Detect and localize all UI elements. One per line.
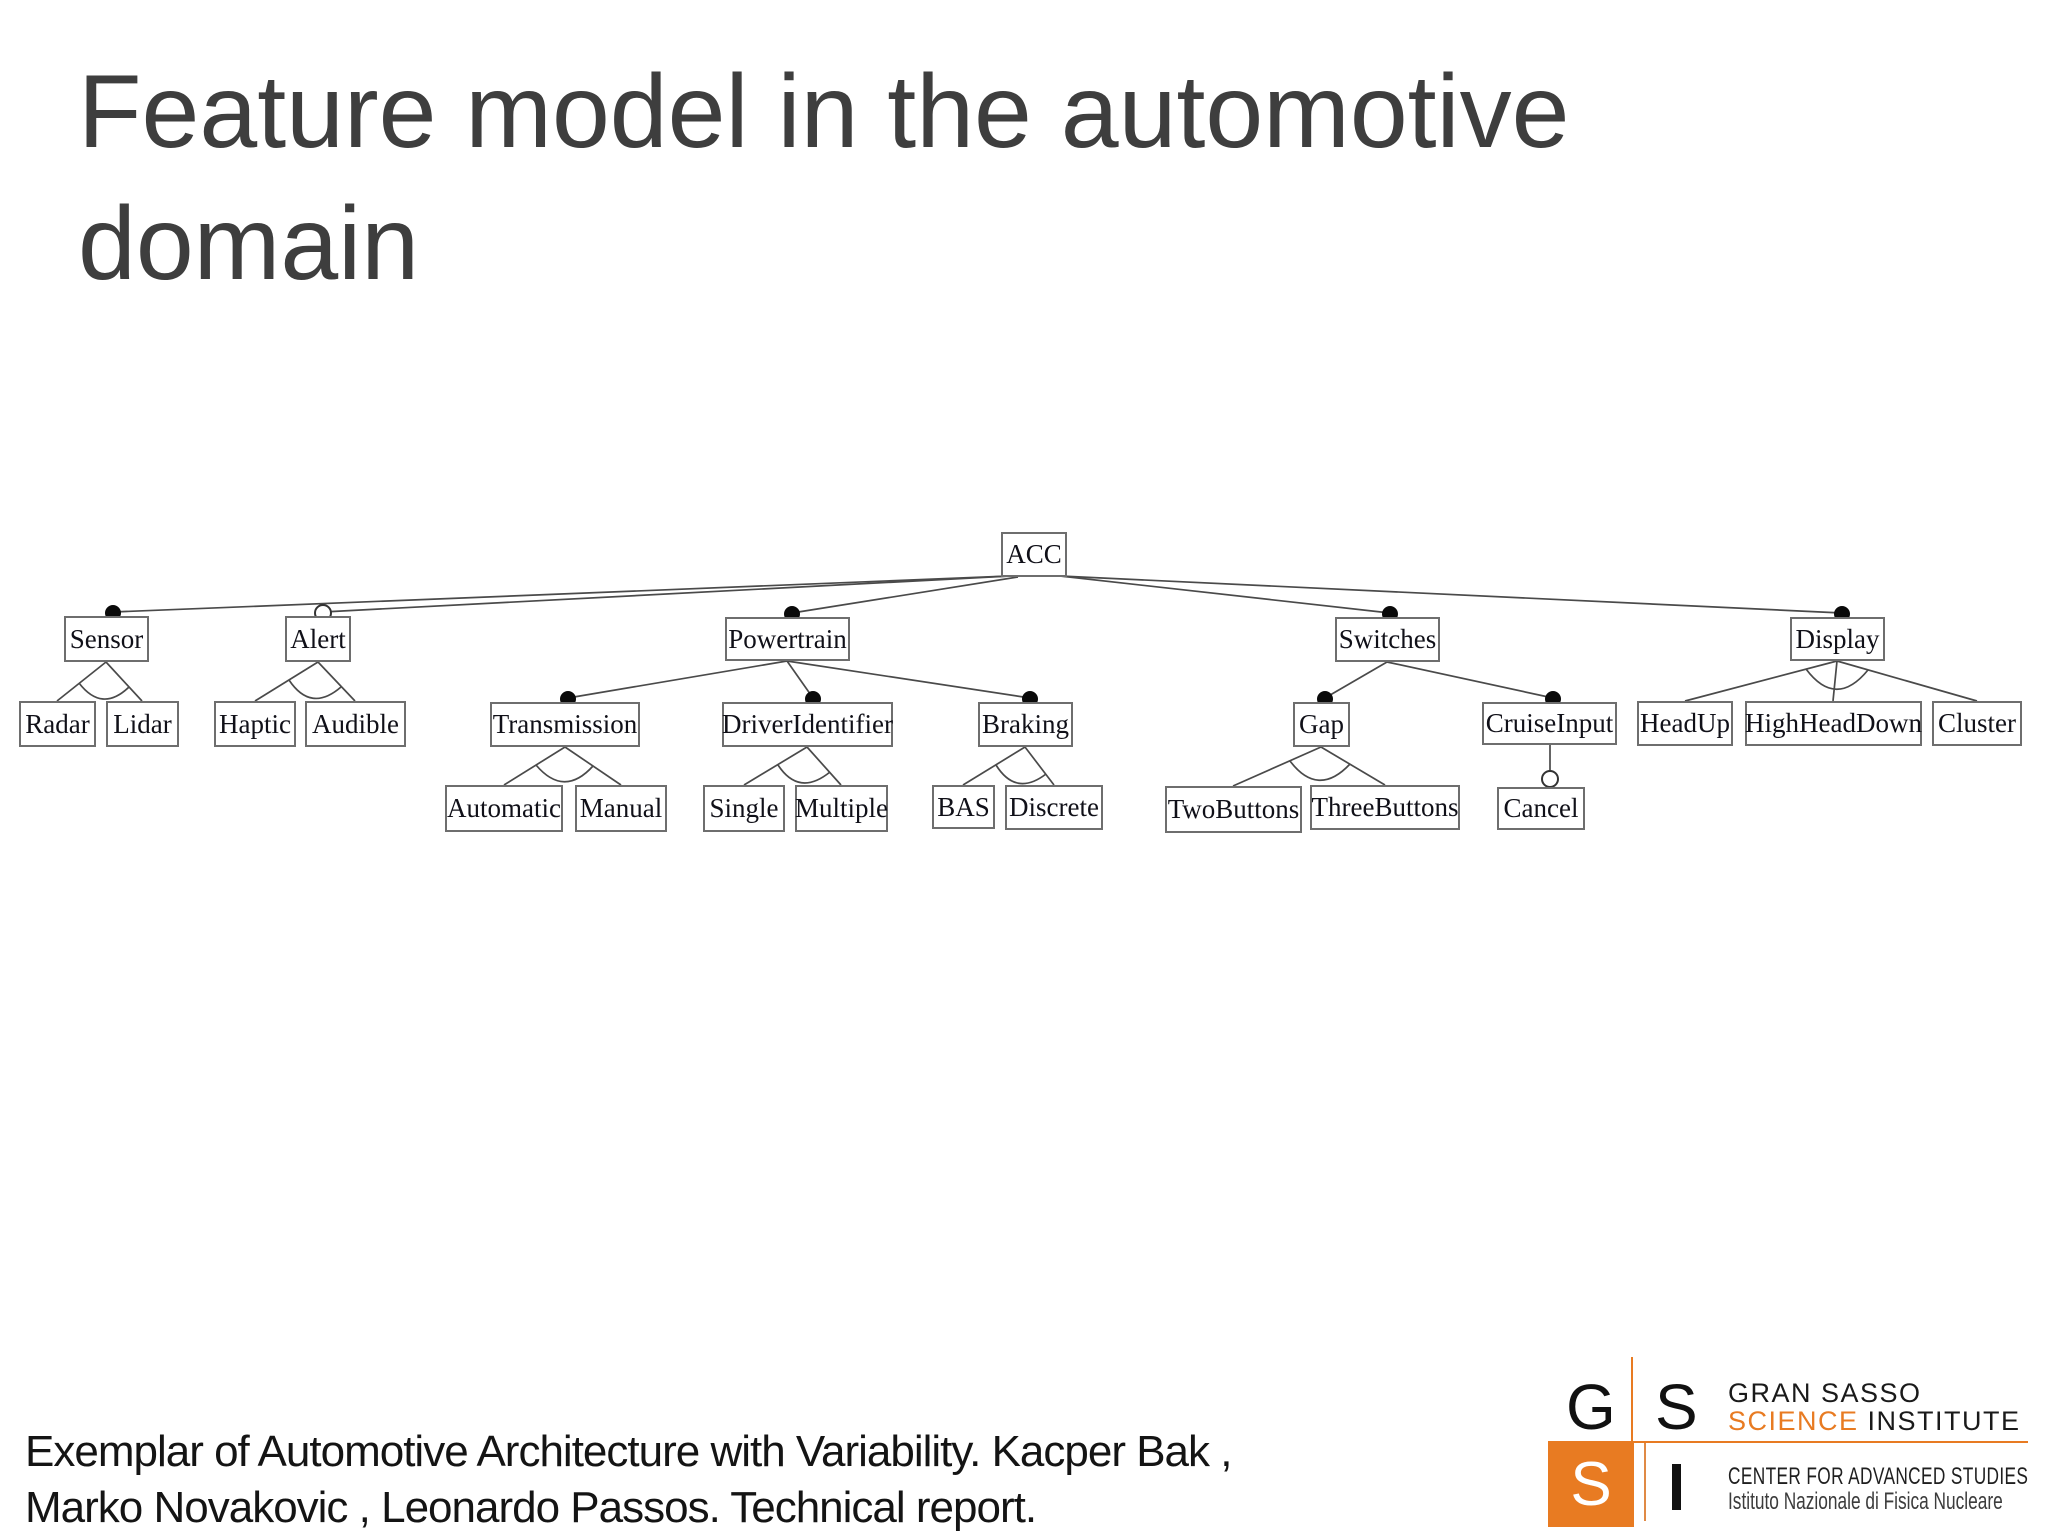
gssi-logo: G S S GRAN SASSO SCIENCE INSTITUTE CENTER… [1540,1352,2048,1536]
logo-letter-g: G [1566,1371,1616,1443]
group-braking [962,746,1055,786]
group-driveridentifier [743,746,842,786]
group-sensor [56,661,143,702]
logo-letter-s-bottom: S [1570,1449,1612,1519]
logo-letter-i-bar [1672,1464,1681,1510]
node-audible: Audible [305,701,406,747]
citation-line-2: Marko Novakovic , Leonardo Passos. Techn… [25,1483,1037,1532]
node-alert: Alert [285,616,351,662]
node-cluster: Cluster [1932,701,2022,746]
logo-grid-hline [1634,1441,2028,1443]
node-sensor: Sensor [64,616,149,662]
logo-orange-square: S [1548,1441,1634,1527]
node-single: Single [703,785,785,832]
node-braking: Braking [978,702,1073,747]
node-powertrain: Powertrain [725,617,850,661]
node-switches: Switches [1335,617,1440,662]
logo-letter-s-top: S [1655,1371,1698,1443]
logo-sub-istituto-nazionale: Istituto Nazionale di Fisica Nucleare [1728,1488,2003,1515]
group-display [1684,660,1978,702]
node-manual: Manual [575,785,667,832]
group-alert [254,661,356,702]
node-discrete: Discrete [1005,785,1103,830]
slide-title: Feature model in the automotive domain [78,54,1570,303]
mandatory-dots [105,605,1850,707]
node-highheaddown: HighHeadDown [1745,701,1922,746]
node-cancel: Cancel [1497,787,1585,830]
edges-powertrain-children [567,660,1031,699]
group-gap [1232,746,1386,787]
node-radar: Radar [19,701,96,747]
logo-name-science: SCIENCE [1728,1406,1859,1436]
logo-name-science-institute: SCIENCE INSTITUTE [1728,1406,2021,1437]
node-haptic: Haptic [214,701,296,747]
node-cruiseinput: CruiseInput [1482,702,1617,745]
node-threebuttons: ThreeButtons [1310,785,1460,830]
citation: Exemplar of Automotive Architecture with… [25,1424,1232,1536]
node-gap: Gap [1293,702,1350,747]
node-automatic: Automatic [445,785,563,832]
node-bas: BAS [932,785,995,829]
citation-line-1: Exemplar of Automotive Architecture with… [25,1427,1232,1476]
logo-grid-vline-top [1631,1357,1633,1441]
logo-grid-vline-bottom [1644,1443,1646,1521]
node-acc: ACC [1001,532,1067,577]
node-transmission: Transmission [490,702,640,747]
node-headup: HeadUp [1637,701,1733,746]
edges-acc-children [112,575,1843,614]
logo-name-gran-sasso: GRAN SASSO [1728,1378,1922,1408]
optional-dot-cancel [1541,770,1559,788]
logo-name-institute: INSTITUTE [1867,1406,2021,1436]
node-multiple: Multiple [795,785,888,832]
node-twobuttons: TwoButtons [1165,786,1302,833]
logo-sub-center-for-advanced-studies: CENTER FOR ADVANCED STUDIES [1728,1463,2029,1490]
edges-switches-children [1324,661,1554,699]
group-transmission [503,746,622,786]
node-lidar: Lidar [106,701,179,747]
node-display: Display [1790,617,1885,661]
node-driveridentifier: DriverIdentifier [722,702,893,747]
